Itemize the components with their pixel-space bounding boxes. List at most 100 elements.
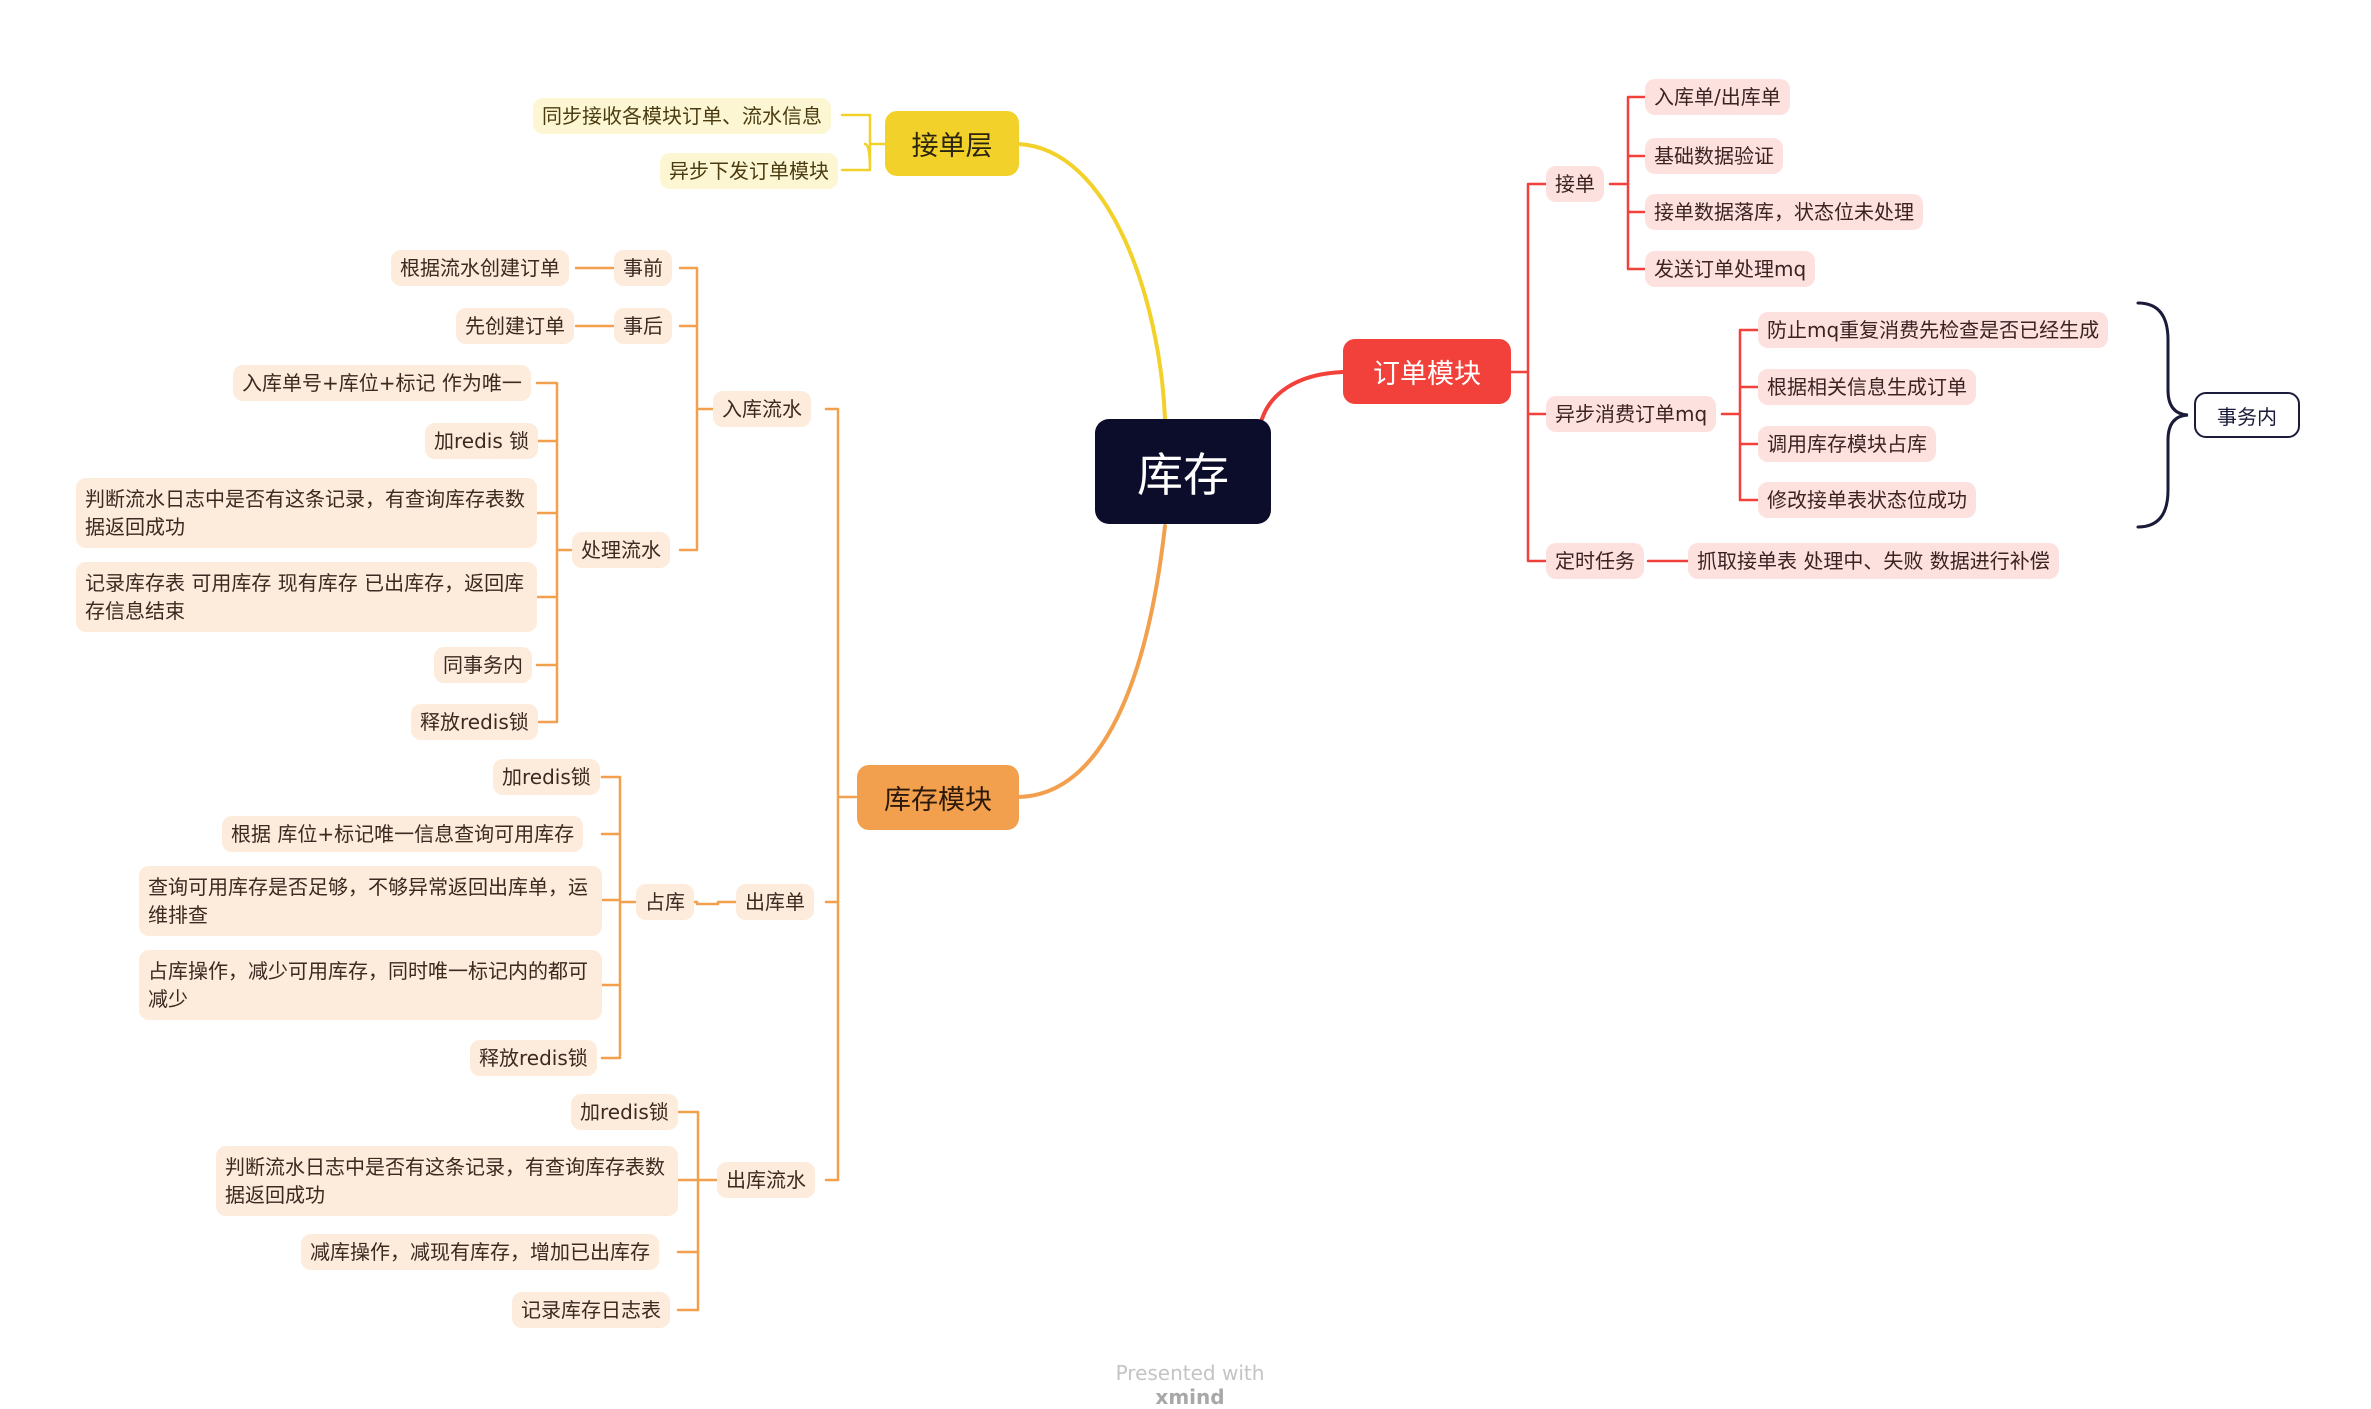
chukudan-jiasuo[interactable]: 加redis锁 [493,759,600,795]
line-dingdan-children [1508,182,1548,563]
jiedan-item-1[interactable]: 入库单/出库单 [1645,79,1790,115]
topic-rukuliushui[interactable]: 入库流水 [713,391,811,427]
chuli-item-6[interactable]: 释放redis锁 [411,704,538,740]
yibu-item-2-label: 根据相关信息生成订单 [1767,375,1967,399]
chuli-item-6-label: 释放redis锁 [420,710,529,734]
topic-yibuxiaofei[interactable]: 异步消费订单mq [1546,396,1717,432]
chuli-item-1-label: 入库单号+库位+标记 作为唯一 [242,371,522,395]
line-zhanku-children [600,775,638,1060]
footer-presented-text: Presented with [1115,1361,1265,1385]
root-topic[interactable]: 库存 [1095,419,1271,524]
chukuliushui-item-2-label: 判断流水日志中是否有这条记录，有查询库存表数据返回成功 [225,1155,665,1207]
line-chuli-children [535,381,574,724]
jiedan-item-1-label: 入库单/出库单 [1654,85,1781,109]
topic-zhanku[interactable]: 占库 [636,884,694,920]
main-topic-dingdanmokuai-label: 订单模块 [1373,359,1481,390]
chukudan-shifang-label: 释放redis锁 [479,1046,588,1070]
topic-jiedan[interactable]: 接单 [1546,166,1604,202]
line-root-dingdanmokuai [1260,370,1345,421]
main-topic-kucunmokuai-label: 库存模块 [884,785,992,816]
yibu-item-4-label: 修改接单表状态位成功 [1767,488,1967,512]
shiqian-item-label: 根据流水创建订单 [400,256,560,280]
zhanku-item-2[interactable]: 查询可用库存是否足够，不够异常返回出库单，运维排查 [139,866,602,936]
line-jiedan-children [1608,95,1647,271]
chuli-item-4[interactable]: 记录库存表 可用库存 现有库存 已出库存，返回库存信息结束 [76,562,537,632]
jiedan-item-2-label: 基础数据验证 [1654,144,1774,168]
topic-shiqian-label: 事前 [623,256,663,280]
main-topic-dingdanmokuai[interactable]: 订单模块 [1343,339,1511,404]
jiedan-item-3[interactable]: 接单数据落库，状态位未处理 [1645,194,1923,230]
summary-shiwunei[interactable]: 事务内 [2194,392,2300,438]
jiedan-item-4[interactable]: 发送订单处理mq [1645,251,1816,287]
chuli-item-3-label: 判断流水日志中是否有这条记录，有查询库存表数据返回成功 [85,487,525,539]
chuli-item-4-label: 记录库存表 可用库存 现有库存 已出库存，返回库存信息结束 [85,571,525,623]
chuli-item-5-label: 同事务内 [443,653,523,677]
yibu-item-3[interactable]: 调用库存模块占库 [1758,426,1936,462]
topic-shihou-label: 事后 [623,314,663,338]
zhanku-item-2-label: 查询可用库存是否足够，不够异常返回出库单，运维排查 [148,875,588,927]
chukuliushui-item-3[interactable]: 减库操作，减现有库存，增加已出库存 [301,1234,659,1270]
topic-chukudan[interactable]: 出库单 [736,884,814,920]
line-root-jiedanceng [1016,142,1167,421]
topic-rukuliushui-label: 入库流水 [722,397,802,421]
main-topic-jiedanceng[interactable]: 接单层 [885,111,1019,176]
chuli-item-1[interactable]: 入库单号+库位+标记 作为唯一 [233,365,531,401]
topic-chuliliushui-label: 处理流水 [581,538,661,562]
line-yibu-children [1720,328,1760,502]
jiedanceng-item-2[interactable]: 异步下发订单模块 [660,153,838,189]
root-topic-label: 库存 [1137,447,1229,502]
line-rukuliushui-children [678,266,715,552]
zhanku-item-1[interactable]: 根据 库位+标记唯一信息查询可用库存 [222,816,584,852]
zhanku-item-3[interactable]: 占库操作，减少可用库存，同时唯一标记内的都可减少 [139,950,602,1020]
dingshi-item[interactable]: 抓取接单表 处理中、失败 数据进行补偿 [1688,543,2059,579]
yibu-item-2[interactable]: 根据相关信息生成订单 [1758,369,1976,405]
shihou-item-label: 先创建订单 [465,314,565,338]
shihou-item[interactable]: 先创建订单 [456,308,574,344]
chukuliushui-item-1[interactable]: 加redis锁 [571,1094,678,1130]
line-chukuliushui-children [676,1110,719,1312]
topic-chukuliushui[interactable]: 出库流水 [717,1162,815,1198]
summary-brace [2136,301,2189,529]
yibu-item-1-label: 防止mq重复消费先检查是否已经生成 [1767,318,2100,342]
yibu-item-1[interactable]: 防止mq重复消费先检查是否已经生成 [1758,312,2109,348]
chukudan-shifang[interactable]: 释放redis锁 [470,1040,597,1076]
chukudan-jiasuo-label: 加redis锁 [502,765,591,789]
chukuliushui-item-4-label: 记录库存日志表 [521,1298,661,1322]
line-root-kucunmokuai [1016,524,1167,799]
topic-dingshirenwu[interactable]: 定时任务 [1546,543,1644,579]
line-kucun-children [824,407,858,1182]
chukuliushui-item-3-label: 减库操作，减现有库存，增加已出库存 [310,1240,650,1264]
jiedan-item-4-label: 发送订单处理mq [1654,257,1807,281]
dingshi-item-label: 抓取接单表 处理中、失败 数据进行补偿 [1697,549,2050,573]
topic-shiqian[interactable]: 事前 [614,250,672,286]
topic-chukuliushui-label: 出库流水 [726,1168,806,1192]
yibu-item-3-label: 调用库存模块占库 [1767,432,1927,456]
line-jiedanceng-children [840,113,887,172]
chukuliushui-item-4[interactable]: 记录库存日志表 [512,1292,670,1328]
topic-chukudan-label: 出库单 [745,890,805,914]
chukuliushui-item-1-label: 加redis锁 [580,1100,669,1124]
jiedan-item-2[interactable]: 基础数据验证 [1645,138,1783,174]
chuli-item-3[interactable]: 判断流水日志中是否有这条记录，有查询库存表数据返回成功 [76,478,537,548]
topic-shihou[interactable]: 事后 [614,308,672,344]
jiedanceng-item-1-label: 同步接收各模块订单、流水信息 [542,104,822,128]
topic-jiedan-label: 接单 [1555,172,1595,196]
yibu-item-4[interactable]: 修改接单表状态位成功 [1758,482,1976,518]
shiqian-item[interactable]: 根据流水创建订单 [391,250,569,286]
topic-dingshirenwu-label: 定时任务 [1555,549,1635,573]
jiedanceng-item-1[interactable]: 同步接收各模块订单、流水信息 [533,98,831,134]
main-topic-kucunmokuai[interactable]: 库存模块 [857,765,1019,830]
chuli-item-5[interactable]: 同事务内 [434,647,532,683]
footer-brand: xmind [1155,1385,1225,1409]
zhanku-item-1-label: 根据 库位+标记唯一信息查询可用库存 [231,822,575,846]
jiedan-item-3-label: 接单数据落库，状态位未处理 [1654,200,1914,224]
chuli-item-2[interactable]: 加redis 锁 [425,423,539,459]
chukuliushui-item-2[interactable]: 判断流水日志中是否有这条记录，有查询库存表数据返回成功 [216,1146,678,1216]
topic-yibuxiaofei-label: 异步消费订单mq [1555,402,1708,426]
main-topic-jiedanceng-label: 接单层 [911,131,993,162]
topic-chuliliushui[interactable]: 处理流水 [572,532,670,568]
zhanku-item-3-label: 占库操作，减少可用库存，同时唯一标记内的都可减少 [148,959,588,1011]
summary-shiwunei-label: 事务内 [2217,404,2277,429]
